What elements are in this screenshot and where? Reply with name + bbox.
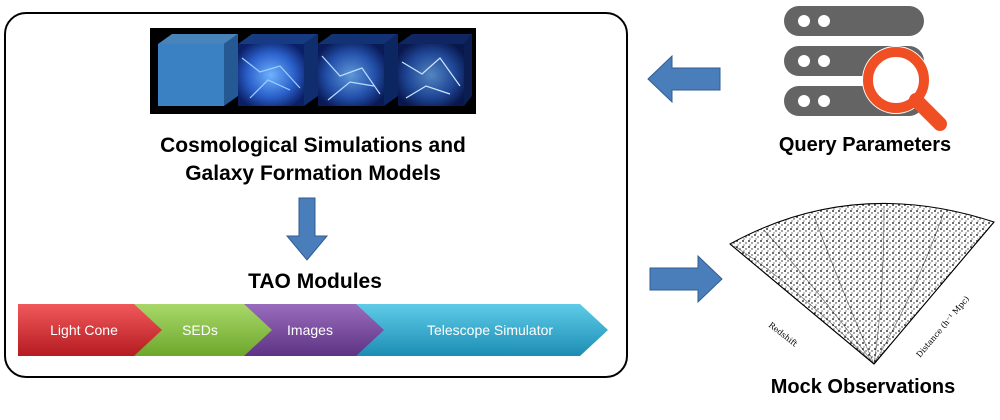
sim-cube-3 [318, 34, 398, 106]
sim-cube-1 [158, 34, 238, 106]
sim-cube-4 [398, 34, 472, 106]
wedge-axis-left-label: Redshift [767, 320, 800, 348]
left-arrow-icon [647, 54, 721, 104]
simulation-title-line1: Cosmological Simulations and [160, 134, 466, 157]
right-arrow-icon [649, 254, 723, 304]
simulation-title-line2: Galaxy Formation Models [185, 162, 441, 185]
mock-observations-label: Mock Observations [770, 376, 956, 398]
light-cone-wedge-icon: Redshift Distance (h⁻¹ Mpc) [729, 202, 995, 365]
database-search-icon [784, 6, 947, 131]
simulation-cubes-image [150, 28, 476, 114]
simulation-title: Cosmological Simulations and Galaxy Form… [150, 132, 476, 188]
sim-cube-2 [238, 34, 318, 106]
query-parameters-label: Query Parameters [778, 134, 952, 156]
tao-modules-title: TAO Modules [248, 270, 382, 293]
down-arrow-icon [285, 197, 329, 261]
